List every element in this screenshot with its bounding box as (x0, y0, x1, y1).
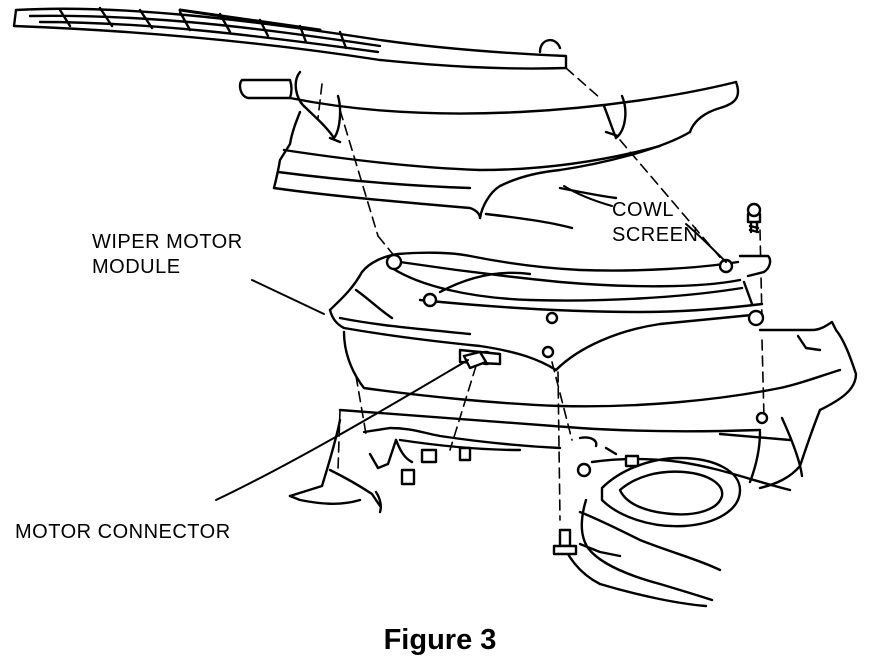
wiper-blade-icon (12, 6, 568, 70)
mounting-bolt-icon (746, 202, 762, 234)
lower-body-panel-icon (288, 418, 562, 514)
connector-bolt-icon (552, 528, 578, 556)
figure-caption: Figure 3 (383, 624, 497, 656)
cowl-screen-label-line-2: SCREEN (612, 224, 699, 246)
callout-leader-lines (215, 185, 727, 501)
cowl-plenum-icon (338, 320, 858, 492)
cowl-screen-panel-icon (238, 70, 740, 230)
motor-connector-label: MOTOR CONNECTOR (15, 521, 231, 543)
cowl-screen-label-line-1: COWL (612, 199, 674, 221)
cowl-screen-label: COWL SCREEN (612, 198, 698, 248)
firewall-opening-icon (558, 446, 742, 608)
wiper-motor-module-icon (328, 251, 772, 372)
wiper-motor-module-label-line-1: WIPER MOTOR (92, 231, 243, 253)
wiper-motor-module-label: WIPER MOTOR MODULE (92, 230, 243, 280)
wiper-motor-module-label-line-2: MODULE (92, 256, 181, 278)
motor-connector-icon (462, 350, 488, 370)
